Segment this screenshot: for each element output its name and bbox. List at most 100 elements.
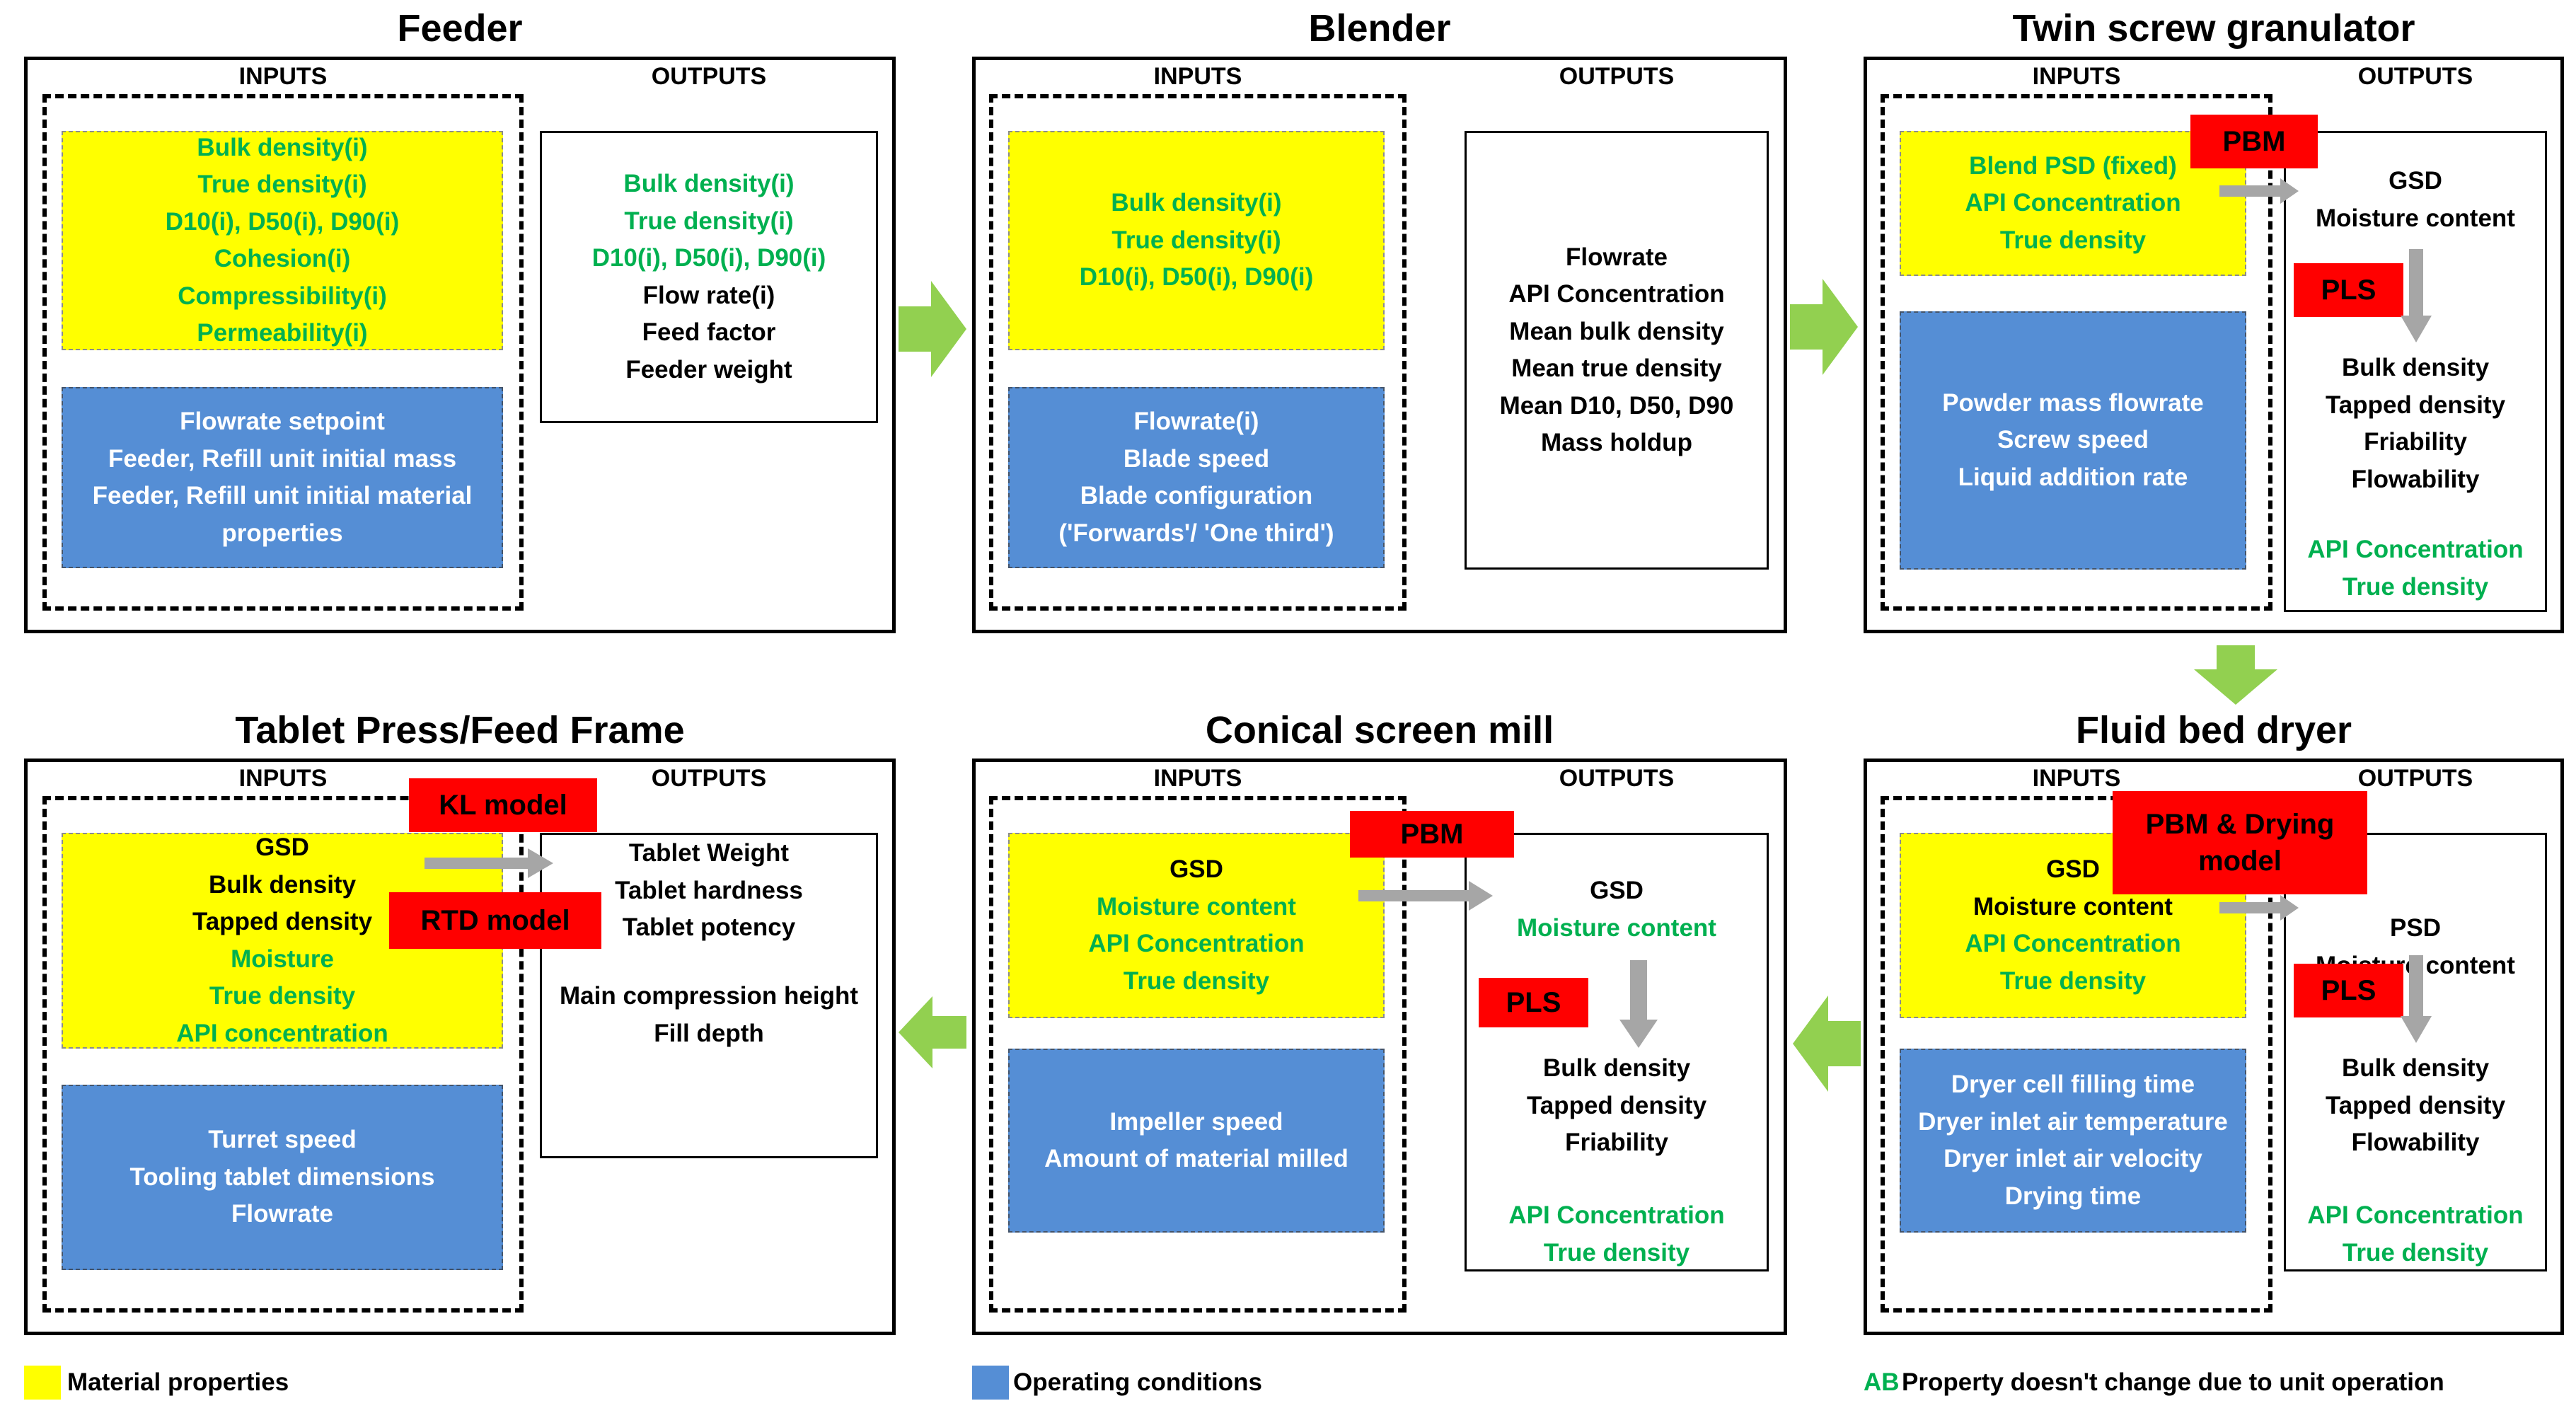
property-line: Tapped density bbox=[2325, 1091, 2506, 1119]
unit-box-granulator bbox=[1864, 57, 2564, 633]
property-line: Flowrate bbox=[1566, 243, 1668, 271]
kl-model-badge: KL model bbox=[409, 778, 597, 832]
property-line: Drying time bbox=[2004, 1182, 2142, 1210]
property-line: Mass holdup bbox=[1541, 429, 1692, 456]
property-line: Flowrate bbox=[231, 1200, 333, 1228]
pls-model-badge: PLS bbox=[1479, 978, 1588, 1027]
property-line: True density bbox=[1999, 967, 2147, 995]
property-line: Mean D10, D50, D90 bbox=[1499, 391, 1734, 420]
property-line: API Concentration bbox=[2307, 536, 2524, 563]
property-line: Tapped density bbox=[192, 908, 373, 935]
inputs-header: INPUTS bbox=[238, 63, 328, 90]
inputs-header: INPUTS bbox=[2032, 63, 2121, 90]
property-line: True density bbox=[209, 982, 356, 1010]
legend-operating-swatch bbox=[972, 1366, 1009, 1400]
property-line: Blade configuration bbox=[1080, 482, 1313, 509]
property-line: Feeder weight bbox=[625, 355, 792, 383]
unit-title-feeder: Feeder bbox=[397, 7, 523, 50]
property-line: API Concentration bbox=[1088, 930, 1305, 957]
property-line: Flowability bbox=[2351, 465, 2480, 493]
property-line: Feeder, Refill unit initial mass bbox=[108, 444, 457, 473]
property-line: Bulk density bbox=[1542, 1054, 1691, 1082]
property-line: D10(i), D50(i), D90(i) bbox=[591, 244, 826, 272]
flow-arrow-granulator-to-dryer bbox=[2194, 645, 2277, 705]
inputs-header: INPUTS bbox=[1153, 765, 1242, 792]
pbm-arrow-right bbox=[2219, 178, 2299, 204]
property-line: Impeller speed bbox=[1109, 1107, 1283, 1136]
outputs-box bbox=[540, 833, 878, 1158]
property-line: Flowability bbox=[2351, 1129, 2480, 1156]
property-line: Liquid addition rate bbox=[1958, 463, 2188, 491]
outputs-header: OUTPUTS bbox=[2357, 63, 2473, 90]
outputs-box: Bulk density(i)True density(i)D10(i), D5… bbox=[540, 131, 878, 423]
property-line: Bulk density(i) bbox=[1111, 189, 1282, 217]
inputs-frame bbox=[42, 94, 524, 611]
property-line: ('Forwards'/ 'One third') bbox=[1058, 519, 1334, 547]
property-line: Dryer inlet air temperature bbox=[1918, 1107, 2228, 1136]
property-line: Dryer inlet air velocity bbox=[1943, 1145, 2202, 1172]
property-line: Flowrate(i) bbox=[1133, 408, 1259, 435]
outputs-header: OUTPUTS bbox=[651, 765, 767, 792]
material-properties-box: Bulk density(i)True density(i)D10(i), D5… bbox=[1008, 131, 1385, 350]
property-line: True density bbox=[1123, 967, 1270, 995]
flow-arrow-mill-to-press bbox=[899, 996, 966, 1068]
pbm-arrow-right bbox=[1358, 881, 1493, 911]
property-line: API Concentration bbox=[1508, 1201, 1725, 1229]
property-line: Turret speed bbox=[208, 1126, 357, 1154]
property-line: Tablet potency bbox=[622, 913, 796, 941]
rtd-model-badge: RTD model bbox=[389, 892, 601, 949]
legend-unchanged-label: Property doesn't change due to unit oper… bbox=[1902, 1368, 2444, 1396]
property-line: True density bbox=[1999, 226, 2147, 254]
property-line: Moisture content bbox=[1097, 892, 1296, 921]
outputs-header: OUTPUTS bbox=[651, 63, 767, 90]
pbm-model-badge: PBM bbox=[2190, 115, 2318, 168]
unit-box-blender bbox=[972, 57, 1787, 633]
property-line: Bulk density bbox=[208, 870, 357, 899]
property-line: Bulk density(i) bbox=[623, 170, 795, 197]
property-line: API Concentration bbox=[1965, 930, 2181, 957]
property-line: Tapped density bbox=[1526, 1091, 1707, 1119]
property-line: Powder mass flowrate bbox=[1942, 388, 2204, 417]
outputs-box bbox=[1465, 833, 1769, 1271]
unit-box-dryer bbox=[1864, 759, 2564, 1335]
property-line: Friability bbox=[2364, 428, 2467, 456]
outputs-box bbox=[2284, 131, 2547, 612]
unit-box-mill bbox=[972, 759, 1787, 1335]
property-line: Amount of material milled bbox=[1044, 1145, 1348, 1172]
inputs-frame bbox=[1881, 796, 2272, 1313]
property-line: Tablet hardness bbox=[615, 876, 803, 904]
property-line: Moisture bbox=[231, 945, 334, 973]
property-line: Moisture content bbox=[1973, 892, 2173, 921]
pls-arrow-down bbox=[2401, 955, 2432, 1043]
outputs-header: OUTPUTS bbox=[2357, 765, 2473, 792]
property-line: API Concentration bbox=[2307, 1201, 2524, 1229]
flow-arrow-feeder-to-blender bbox=[899, 281, 966, 377]
property-line: True density(i) bbox=[197, 171, 367, 198]
property-line: True density bbox=[1543, 1238, 1690, 1267]
property-line: GSD bbox=[1590, 877, 1644, 904]
property-line: Flow rate(i) bbox=[642, 281, 775, 309]
kl-arrow-right bbox=[424, 848, 553, 878]
property-line: Bulk density bbox=[2341, 354, 2490, 381]
material-properties-box: Bulk density(i)True density(i)D10(i), D5… bbox=[62, 131, 503, 350]
property-line: Permeability(i) bbox=[197, 319, 368, 347]
property-line: Feed factor bbox=[642, 318, 776, 346]
property-line: Fill depth bbox=[654, 1019, 764, 1047]
property-line: Dryer cell filling time bbox=[1951, 1071, 2195, 1098]
property-line: True density bbox=[2342, 1238, 2489, 1267]
